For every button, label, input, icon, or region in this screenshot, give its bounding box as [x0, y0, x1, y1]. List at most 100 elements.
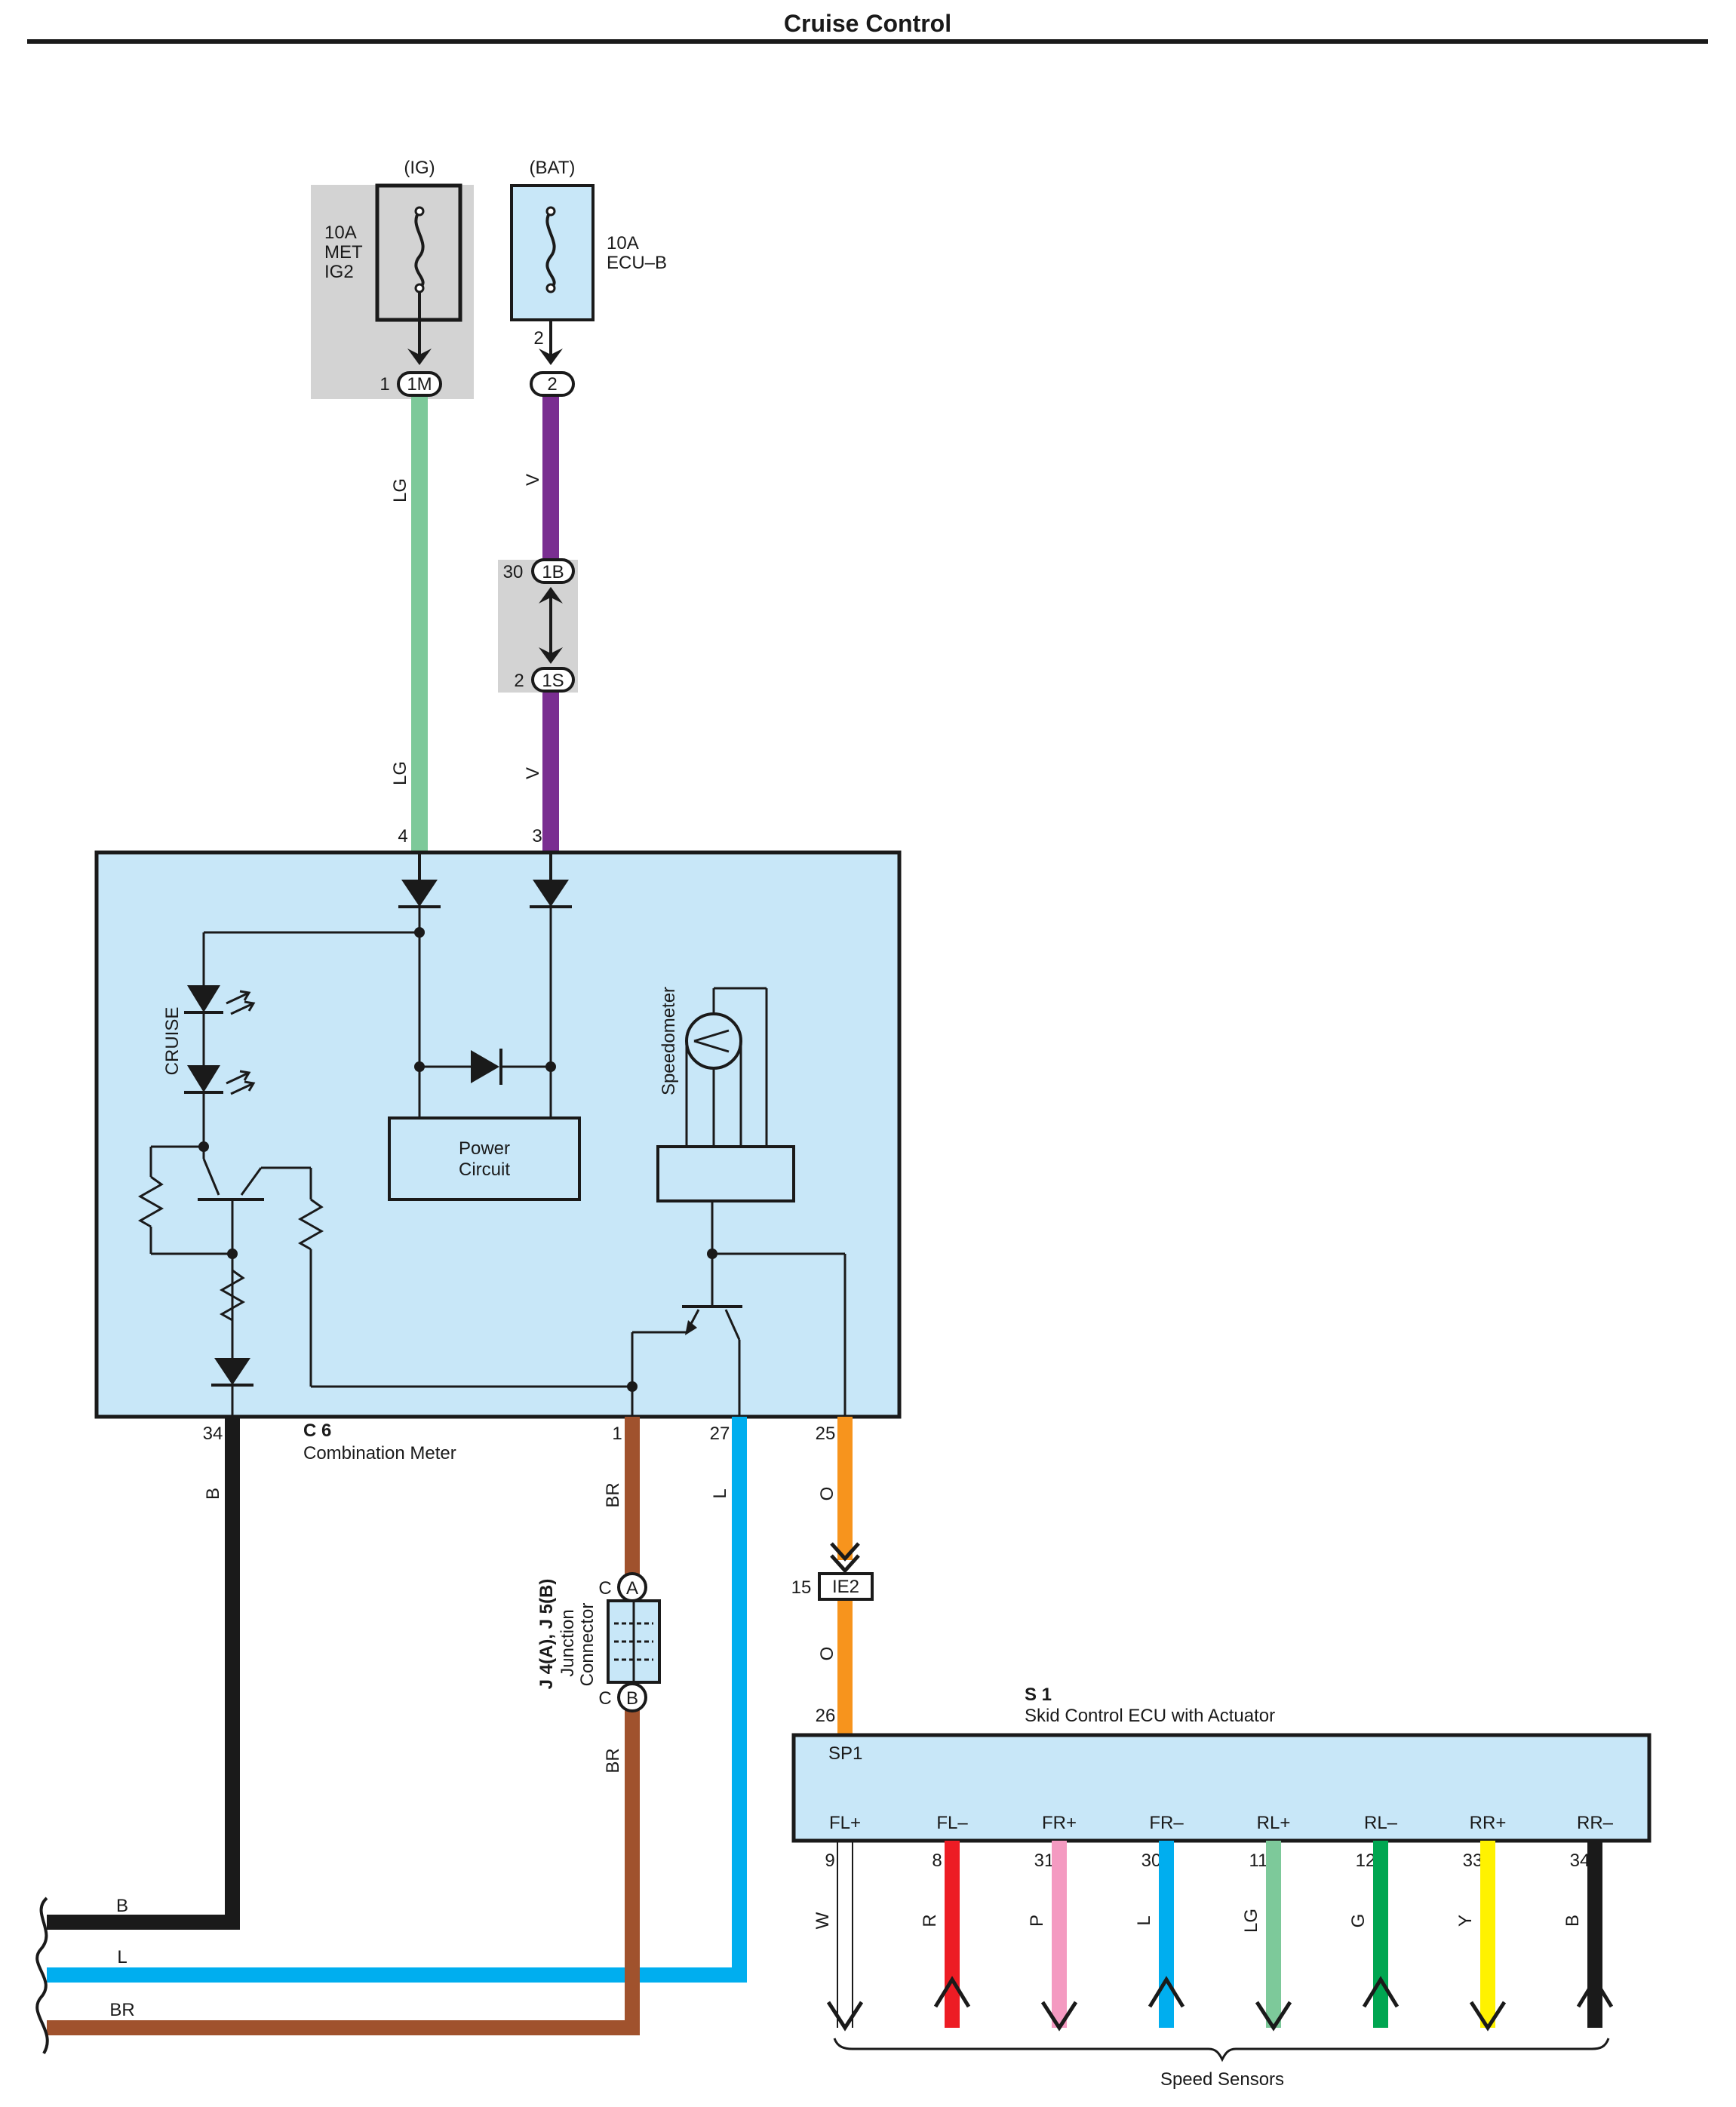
junction-name2: Connector	[577, 1603, 598, 1687]
ecu-pin-rl-minus: 12	[1356, 1851, 1376, 1871]
cruise-label: CRUISE	[162, 1007, 183, 1076]
inline-arrow-down	[539, 647, 563, 664]
ecu-pin-rr-plus: 33	[1463, 1851, 1483, 1871]
wire-o-label-upper: O	[817, 1487, 837, 1501]
bus-b-label: B	[116, 1896, 128, 1916]
fuse-ig-name1: MET	[324, 242, 363, 263]
fuse-bat-name: ECU–B	[607, 253, 667, 273]
diode-power-internal	[471, 1050, 499, 1083]
wire-lg-label-lower: LG	[390, 761, 410, 785]
wire-br-label-lower: BR	[603, 1748, 623, 1773]
junction-name1: Junction	[558, 1609, 578, 1676]
junction-code: J 4(A), J 5(B)	[536, 1579, 557, 1690]
wire-br-lower	[47, 1705, 640, 2035]
sensor-wire-color-fr-minus: L	[1134, 1915, 1154, 1925]
fuse-ig-element	[414, 210, 425, 290]
sensor-wire-color-fl-minus: R	[920, 1914, 940, 1927]
power-circuit-block	[388, 1116, 581, 1201]
diode-lg-input	[401, 880, 438, 907]
fuse-bat-arrow	[539, 349, 563, 365]
cruise-indicator: CRUISE	[162, 985, 256, 1095]
ecu-terminal-fr-plus: FR+	[1042, 1813, 1077, 1833]
meter-pin-l: 27	[710, 1424, 730, 1444]
skid-control-ecu: 26 S 1 Skid Control ECU with Actuator SP…	[791, 1685, 1652, 2090]
transistor-2-collector	[724, 1309, 741, 1341]
junction-letter-a: A	[626, 1578, 638, 1599]
transistor-1-collector	[202, 1158, 220, 1196]
ecu-pin-fl-plus: 9	[825, 1851, 834, 1871]
wire-br-label-upper: BR	[603, 1482, 623, 1507]
fuse-ig-terminal-bottom	[414, 283, 425, 293]
fuse-bat-pin: 2	[533, 328, 543, 349]
sensor-wire-color-rr-plus: Y	[1455, 1915, 1476, 1927]
diode-v-input	[533, 880, 569, 907]
cruise-led-1	[187, 985, 220, 1012]
cruise-led-2	[187, 1065, 220, 1092]
ecu-terminal-fr-minus: FR–	[1149, 1813, 1184, 1833]
sensor-arrow-fr-plus	[1040, 2001, 1078, 2032]
sensor-arrow-rr-plus	[1469, 2001, 1507, 2032]
ecu-input-pin: 26	[816, 1706, 836, 1726]
connector-1s-pin: 2	[514, 671, 524, 691]
meter-pin-br: 1	[612, 1424, 622, 1444]
junction-connector: A B C C J 4(A), J 5(B) Junction Connecto…	[536, 1572, 661, 1712]
sensor-wire-color-rr-minus: B	[1562, 1915, 1583, 1927]
fuse-ecu-b: (BAT) 10A ECU–B 2 2	[510, 158, 667, 397]
meter-name: Combination Meter	[303, 1443, 456, 1464]
diode-ground	[214, 1358, 250, 1385]
speedometer-needle	[693, 1029, 730, 1053]
connector-ie2-pin: 15	[791, 1577, 812, 1598]
speed-sensors-label: Speed Sensors	[1160, 2069, 1284, 2090]
fuse-ig-rating: 10A	[324, 223, 357, 243]
connector-1b	[531, 558, 575, 584]
ecu-terminal-fl-minus: FL–	[936, 1813, 968, 1833]
ecu-pin-fr-plus: 31	[1034, 1851, 1055, 1871]
fuse-bat-terminal-top	[545, 206, 556, 217]
meter-pin-o: 25	[816, 1424, 836, 1444]
ecu-box	[791, 1733, 1652, 1843]
ecu-pin-fr-minus: 30	[1141, 1851, 1162, 1871]
meter-pin-b: 34	[203, 1424, 223, 1444]
wire-b-label: B	[203, 1488, 223, 1500]
sensor-wire-color-fr-plus: P	[1027, 1915, 1047, 1927]
wire-l	[47, 1417, 747, 1983]
ecu-code: S 1	[1025, 1685, 1052, 1705]
ecu-pin-rr-minus: 34	[1570, 1851, 1590, 1871]
bus-break-line	[35, 1897, 49, 2055]
resistor-1	[137, 1175, 164, 1228]
resistor-2	[297, 1198, 324, 1251]
resistor-3	[219, 1269, 246, 1322]
wire-lg-label-upper: LG	[390, 478, 410, 502]
speedometer-driver-block	[656, 1145, 795, 1202]
cruise-led-1-rays	[226, 990, 256, 1015]
ecu-pin-rl-plus: 11	[1249, 1851, 1268, 1871]
fuse-ig-arrow	[407, 349, 432, 365]
fuse-ig-header: (IG)	[404, 158, 435, 178]
inline-arrow-up	[539, 587, 563, 604]
fuse-bat-element	[545, 210, 556, 290]
junction-terminal-a	[617, 1572, 647, 1602]
transistor-1-emitter	[240, 1167, 263, 1196]
connector-ie2-label: IE2	[832, 1577, 859, 1597]
bus-br-label: BR	[109, 2000, 134, 2020]
ecu-input-terminal: SP1	[828, 1743, 862, 1764]
diagram-title: Cruise Control	[784, 10, 951, 37]
ecu-terminal-rr-minus: RR–	[1577, 1813, 1614, 1833]
fuse-bat-rating: 10A	[607, 233, 639, 253]
fuse-ig-name2: IG2	[324, 262, 354, 282]
ecu-terminal-rl-minus: RL–	[1364, 1813, 1398, 1833]
ecu-terminal-rr-plus: RR+	[1470, 1813, 1507, 1833]
connector-2-label: 2	[547, 374, 557, 395]
junction-pin-bottom: C	[598, 1688, 611, 1709]
wire-v-label-lower: V	[523, 767, 543, 779]
ie2-arrow	[830, 1542, 860, 1574]
ecu-terminal-rl-plus: RL+	[1257, 1813, 1291, 1833]
ecu-terminals: FL+9WFL–8RFR+31PFR–30LRL+11LGRL–12GRR+33…	[813, 1813, 1614, 2032]
sensor-arrow-fr-minus	[1148, 1976, 1185, 2008]
fuse-ig-terminal-top	[414, 206, 425, 217]
connector-1m-label: 1M	[407, 374, 432, 395]
wire-o-label-lower: O	[817, 1647, 837, 1661]
connector-ie2	[818, 1572, 874, 1601]
sensor-arrow-fl-minus	[933, 1976, 971, 2008]
